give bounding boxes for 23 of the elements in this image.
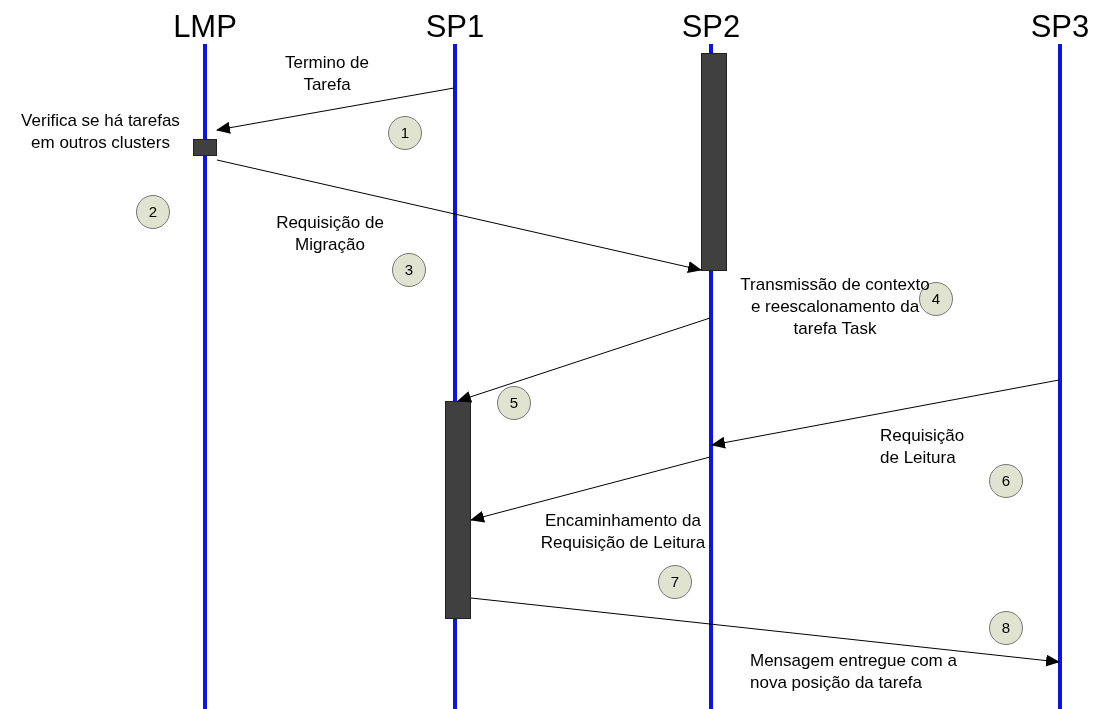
message-label: Encaminhamento da Requisição de Leitura bbox=[539, 510, 707, 554]
activation-bar bbox=[193, 139, 217, 156]
step-number: 1 bbox=[388, 116, 422, 150]
message-label: Requisição de Migração bbox=[275, 212, 385, 256]
step-number: 7 bbox=[658, 565, 692, 599]
step-number: 2 bbox=[136, 195, 170, 229]
message-arrow bbox=[470, 597, 1060, 667]
step-number: 8 bbox=[989, 611, 1023, 645]
step-number: 5 bbox=[497, 386, 531, 420]
message-arrow bbox=[711, 379, 1060, 449]
message-label: Transmissão de contexto e reescalonamento da tarefa Task bbox=[739, 274, 931, 340]
message-label: Requisição de Leitura bbox=[880, 425, 966, 469]
message-label: Termino de Tarefa bbox=[283, 52, 371, 96]
message-arrow bbox=[216, 87, 455, 134]
message-label: Mensagem entregue com a nova posição da tarefa bbox=[750, 650, 958, 694]
message-arrow bbox=[457, 317, 711, 403]
note-text: Verifica se há tarefas em outros clusters bbox=[20, 110, 181, 154]
step-number: 3 bbox=[392, 253, 426, 287]
message-arrow bbox=[470, 456, 711, 523]
step-number: 6 bbox=[989, 464, 1023, 498]
activation-bar bbox=[445, 401, 471, 619]
message-arrow bbox=[216, 159, 702, 273]
activation-bar bbox=[701, 53, 727, 271]
